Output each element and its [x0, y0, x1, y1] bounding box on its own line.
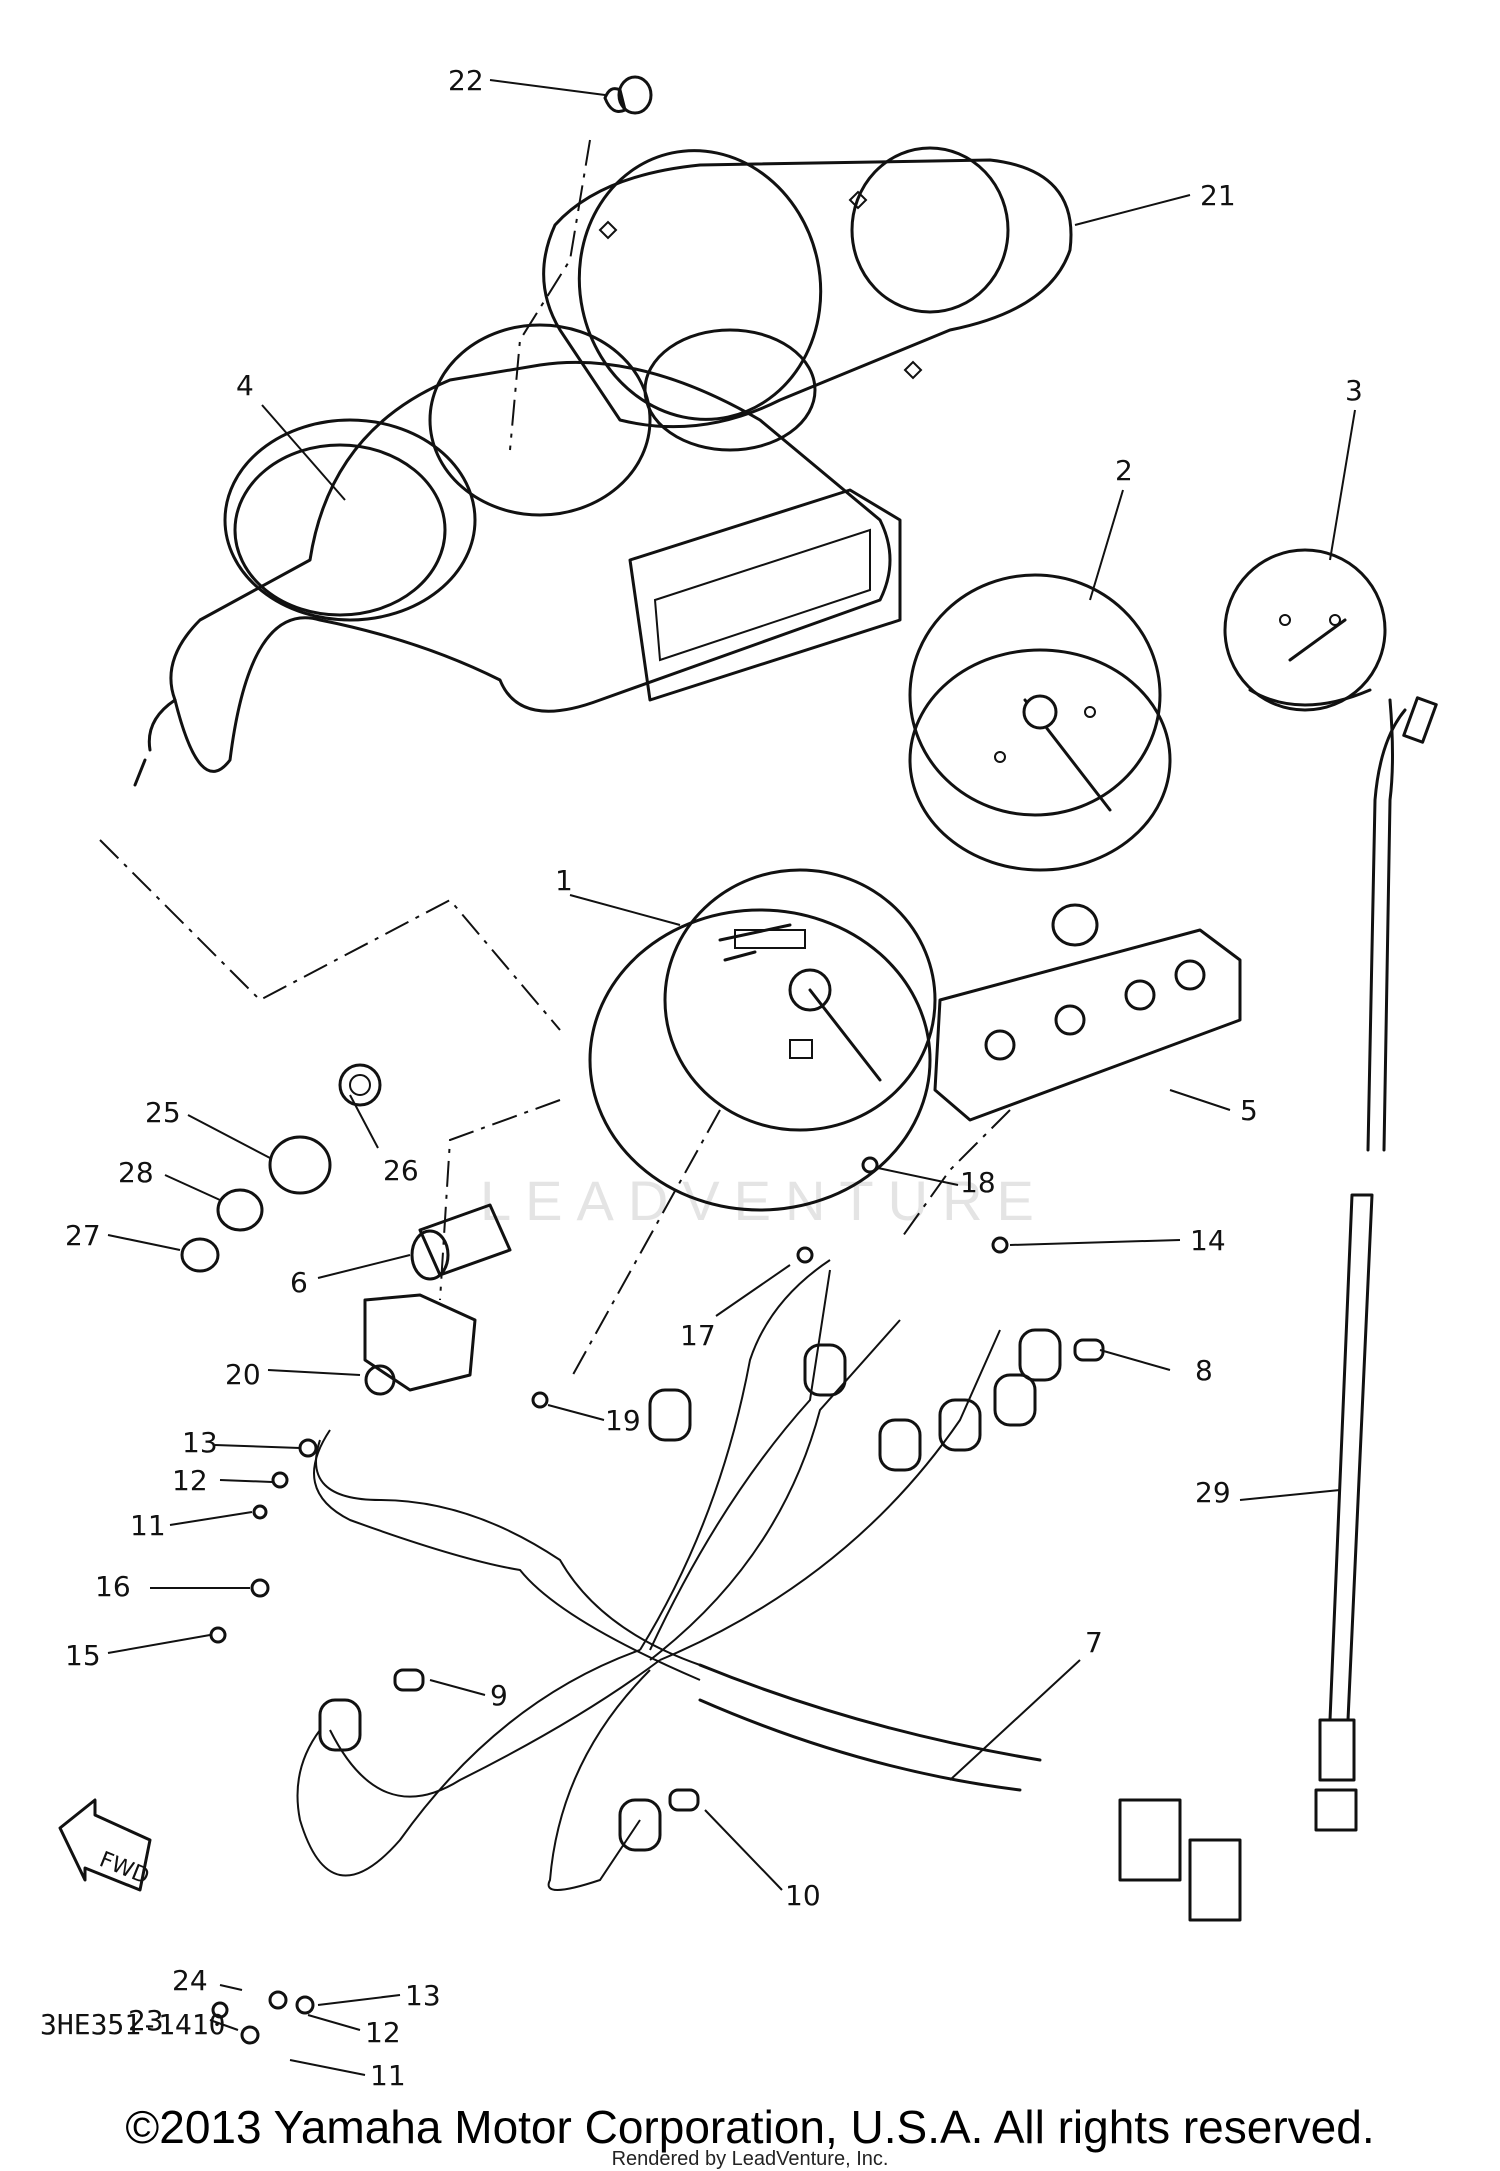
callout-1: 1 [555, 864, 573, 897]
part-20-switch [363, 1293, 477, 1396]
part-27-nut [180, 1237, 220, 1273]
callout-9: 9 [490, 1679, 508, 1712]
callout-3: 3 [1345, 374, 1363, 407]
assembly-guide-lines [99, 139, 1011, 1381]
callout-27: 27 [65, 1219, 101, 1252]
part-29-cable [1314, 696, 1438, 1832]
callout-2: 2 [1115, 454, 1133, 487]
leader-lines [107, 79, 1356, 2076]
callout-22: 22 [448, 64, 484, 97]
callout-4: 4 [236, 369, 254, 402]
callout-14: 14 [1190, 1224, 1226, 1257]
callout-23: 23 [128, 2004, 164, 2037]
callout-5: 5 [1240, 1094, 1258, 1127]
callout-29: 29 [1195, 1476, 1231, 1509]
callout-21: 21 [1200, 179, 1236, 212]
callout-20: 20 [225, 1358, 261, 1391]
callout-12: 12 [172, 1464, 208, 1497]
callout-24: 24 [172, 1964, 208, 1997]
callout-15: 15 [65, 1639, 101, 1672]
part-8-bulb [1073, 1338, 1105, 1362]
leadventure-watermark: LEADVENTURE [480, 1169, 1048, 1232]
part-1-gauge-a [588, 868, 937, 1212]
part-7-wire-harness [296, 1259, 1242, 1922]
callout-18: 18 [960, 1166, 996, 1199]
callout-12b: 12 [365, 2016, 401, 2049]
callout-17: 17 [680, 1319, 716, 1352]
callout-13b: 13 [405, 1979, 441, 2012]
callout-19: 19 [605, 1404, 641, 1437]
part-26-grommet [338, 1063, 382, 1107]
part-10-bulb [668, 1788, 700, 1812]
callout-7: 7 [1085, 1626, 1103, 1659]
callout-28: 28 [118, 1156, 154, 1189]
part-25-grommet [268, 1135, 332, 1195]
copyright-notice: ©2013 Yamaha Motor Corporation, U.S.A. A… [125, 2101, 1375, 2153]
callout-26: 26 [383, 1154, 419, 1187]
part-3-small-gauge [1223, 548, 1387, 712]
small-screws [209, 1156, 1009, 2045]
callout-10: 10 [785, 1879, 821, 1912]
part-9-bulb [393, 1668, 425, 1692]
callout-6: 6 [290, 1266, 308, 1299]
diagram-reference-code: 3HE351-1410 [40, 2008, 226, 2041]
part-28-washer [216, 1188, 264, 1232]
part-6-socket [410, 1203, 512, 1281]
part-5-indicator-box [933, 903, 1242, 1122]
callout-8: 8 [1195, 1354, 1213, 1387]
fwd-arrow-icon: FWD [58, 1798, 153, 1892]
callout-11b: 11 [370, 2059, 406, 2092]
part-2-gauge-b [908, 573, 1172, 872]
callout-25: 25 [145, 1096, 181, 1129]
part-22-grommet [603, 75, 653, 115]
callout-11: 11 [130, 1509, 166, 1542]
part-4-meter-housing [133, 323, 902, 787]
rendered-by-credit: Rendered by LeadVenture, Inc. [611, 2148, 889, 2170]
callout-16: 16 [95, 1570, 131, 1603]
part-21-meter-cover [542, 146, 1073, 429]
callout-labels: 22 21 4 2 3 1 5 25 26 28 27 6 20 13 12 1… [65, 64, 1363, 2092]
callout-13: 13 [182, 1426, 218, 1459]
